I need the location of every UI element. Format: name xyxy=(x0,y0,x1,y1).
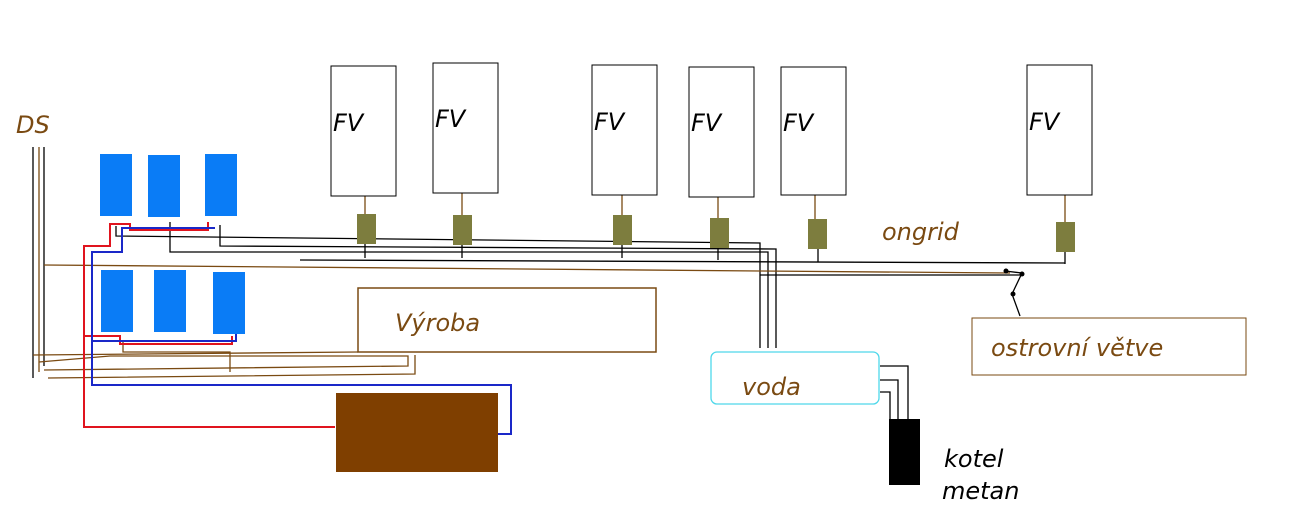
lower-panel-lead xyxy=(122,340,231,372)
fv-label: FV xyxy=(783,109,815,137)
inverter xyxy=(357,214,376,244)
voda-tank: voda xyxy=(710,351,880,405)
inverter xyxy=(808,219,827,249)
ongrid-line xyxy=(299,259,1066,264)
vyroba-box: Výroba xyxy=(357,287,657,353)
ostrovni-label: ostrovní větve xyxy=(991,334,1163,362)
blue-pipe-lower xyxy=(92,334,237,342)
lower-line-1 xyxy=(32,351,359,356)
trunk-line-1 xyxy=(115,226,761,348)
lower-line-3 xyxy=(47,355,416,379)
vyroba-label: Výroba xyxy=(395,309,480,337)
voda-label: voda xyxy=(742,373,801,401)
thermal-panel xyxy=(205,154,237,216)
kotel-pipe-2 xyxy=(880,379,899,420)
ds-label: DS xyxy=(16,111,50,139)
fv-panel: FV xyxy=(432,62,499,194)
thermal-panel xyxy=(154,270,186,332)
fv-label: FV xyxy=(594,108,626,136)
trunk-line-3 xyxy=(219,225,777,348)
inverter xyxy=(1056,222,1075,252)
thermal-panel xyxy=(101,270,133,332)
ostrovni-box: ostrovní větve xyxy=(971,317,1247,376)
switch-dot-2 xyxy=(1019,271,1025,277)
red-pipe xyxy=(83,222,335,428)
fv-label: FV xyxy=(333,109,365,137)
brown-line xyxy=(43,264,1011,274)
heat-storage-tank xyxy=(336,393,498,472)
inverter xyxy=(453,215,472,245)
kotel-pipe-1 xyxy=(880,365,909,420)
kotel-label: kotel xyxy=(944,445,1004,473)
fv-panel: FV xyxy=(688,66,755,198)
thermal-panels-upper xyxy=(100,154,237,217)
thermal-panel xyxy=(100,154,132,216)
switch-line xyxy=(1004,270,1023,317)
fv-panel: FV xyxy=(1026,64,1093,196)
inverters xyxy=(357,214,1075,252)
blue-pipe xyxy=(91,227,512,435)
inverter xyxy=(710,218,729,248)
thermal-panels-lower xyxy=(101,270,245,334)
thermal-panel xyxy=(148,155,180,217)
switch-dot-1 xyxy=(1003,268,1009,274)
kotel-pipe-3 xyxy=(880,391,891,478)
fv-panel: FV xyxy=(591,64,658,196)
inverter xyxy=(613,215,632,245)
wiring xyxy=(32,147,1066,478)
switch-dot-3 xyxy=(1010,291,1016,297)
fv-label: FV xyxy=(691,109,723,137)
lower-line-2 xyxy=(38,355,409,371)
fv-label: FV xyxy=(435,105,467,133)
fv-label: FV xyxy=(1029,108,1061,136)
fv-panel: FV xyxy=(330,65,397,197)
trunk-line-2 xyxy=(169,222,769,348)
ongrid-label: ongrid xyxy=(882,218,960,246)
fv-panel: FV xyxy=(780,66,847,196)
metan-label: metan xyxy=(942,477,1019,505)
thermal-panel xyxy=(213,272,245,334)
kotel-boiler xyxy=(889,419,920,485)
